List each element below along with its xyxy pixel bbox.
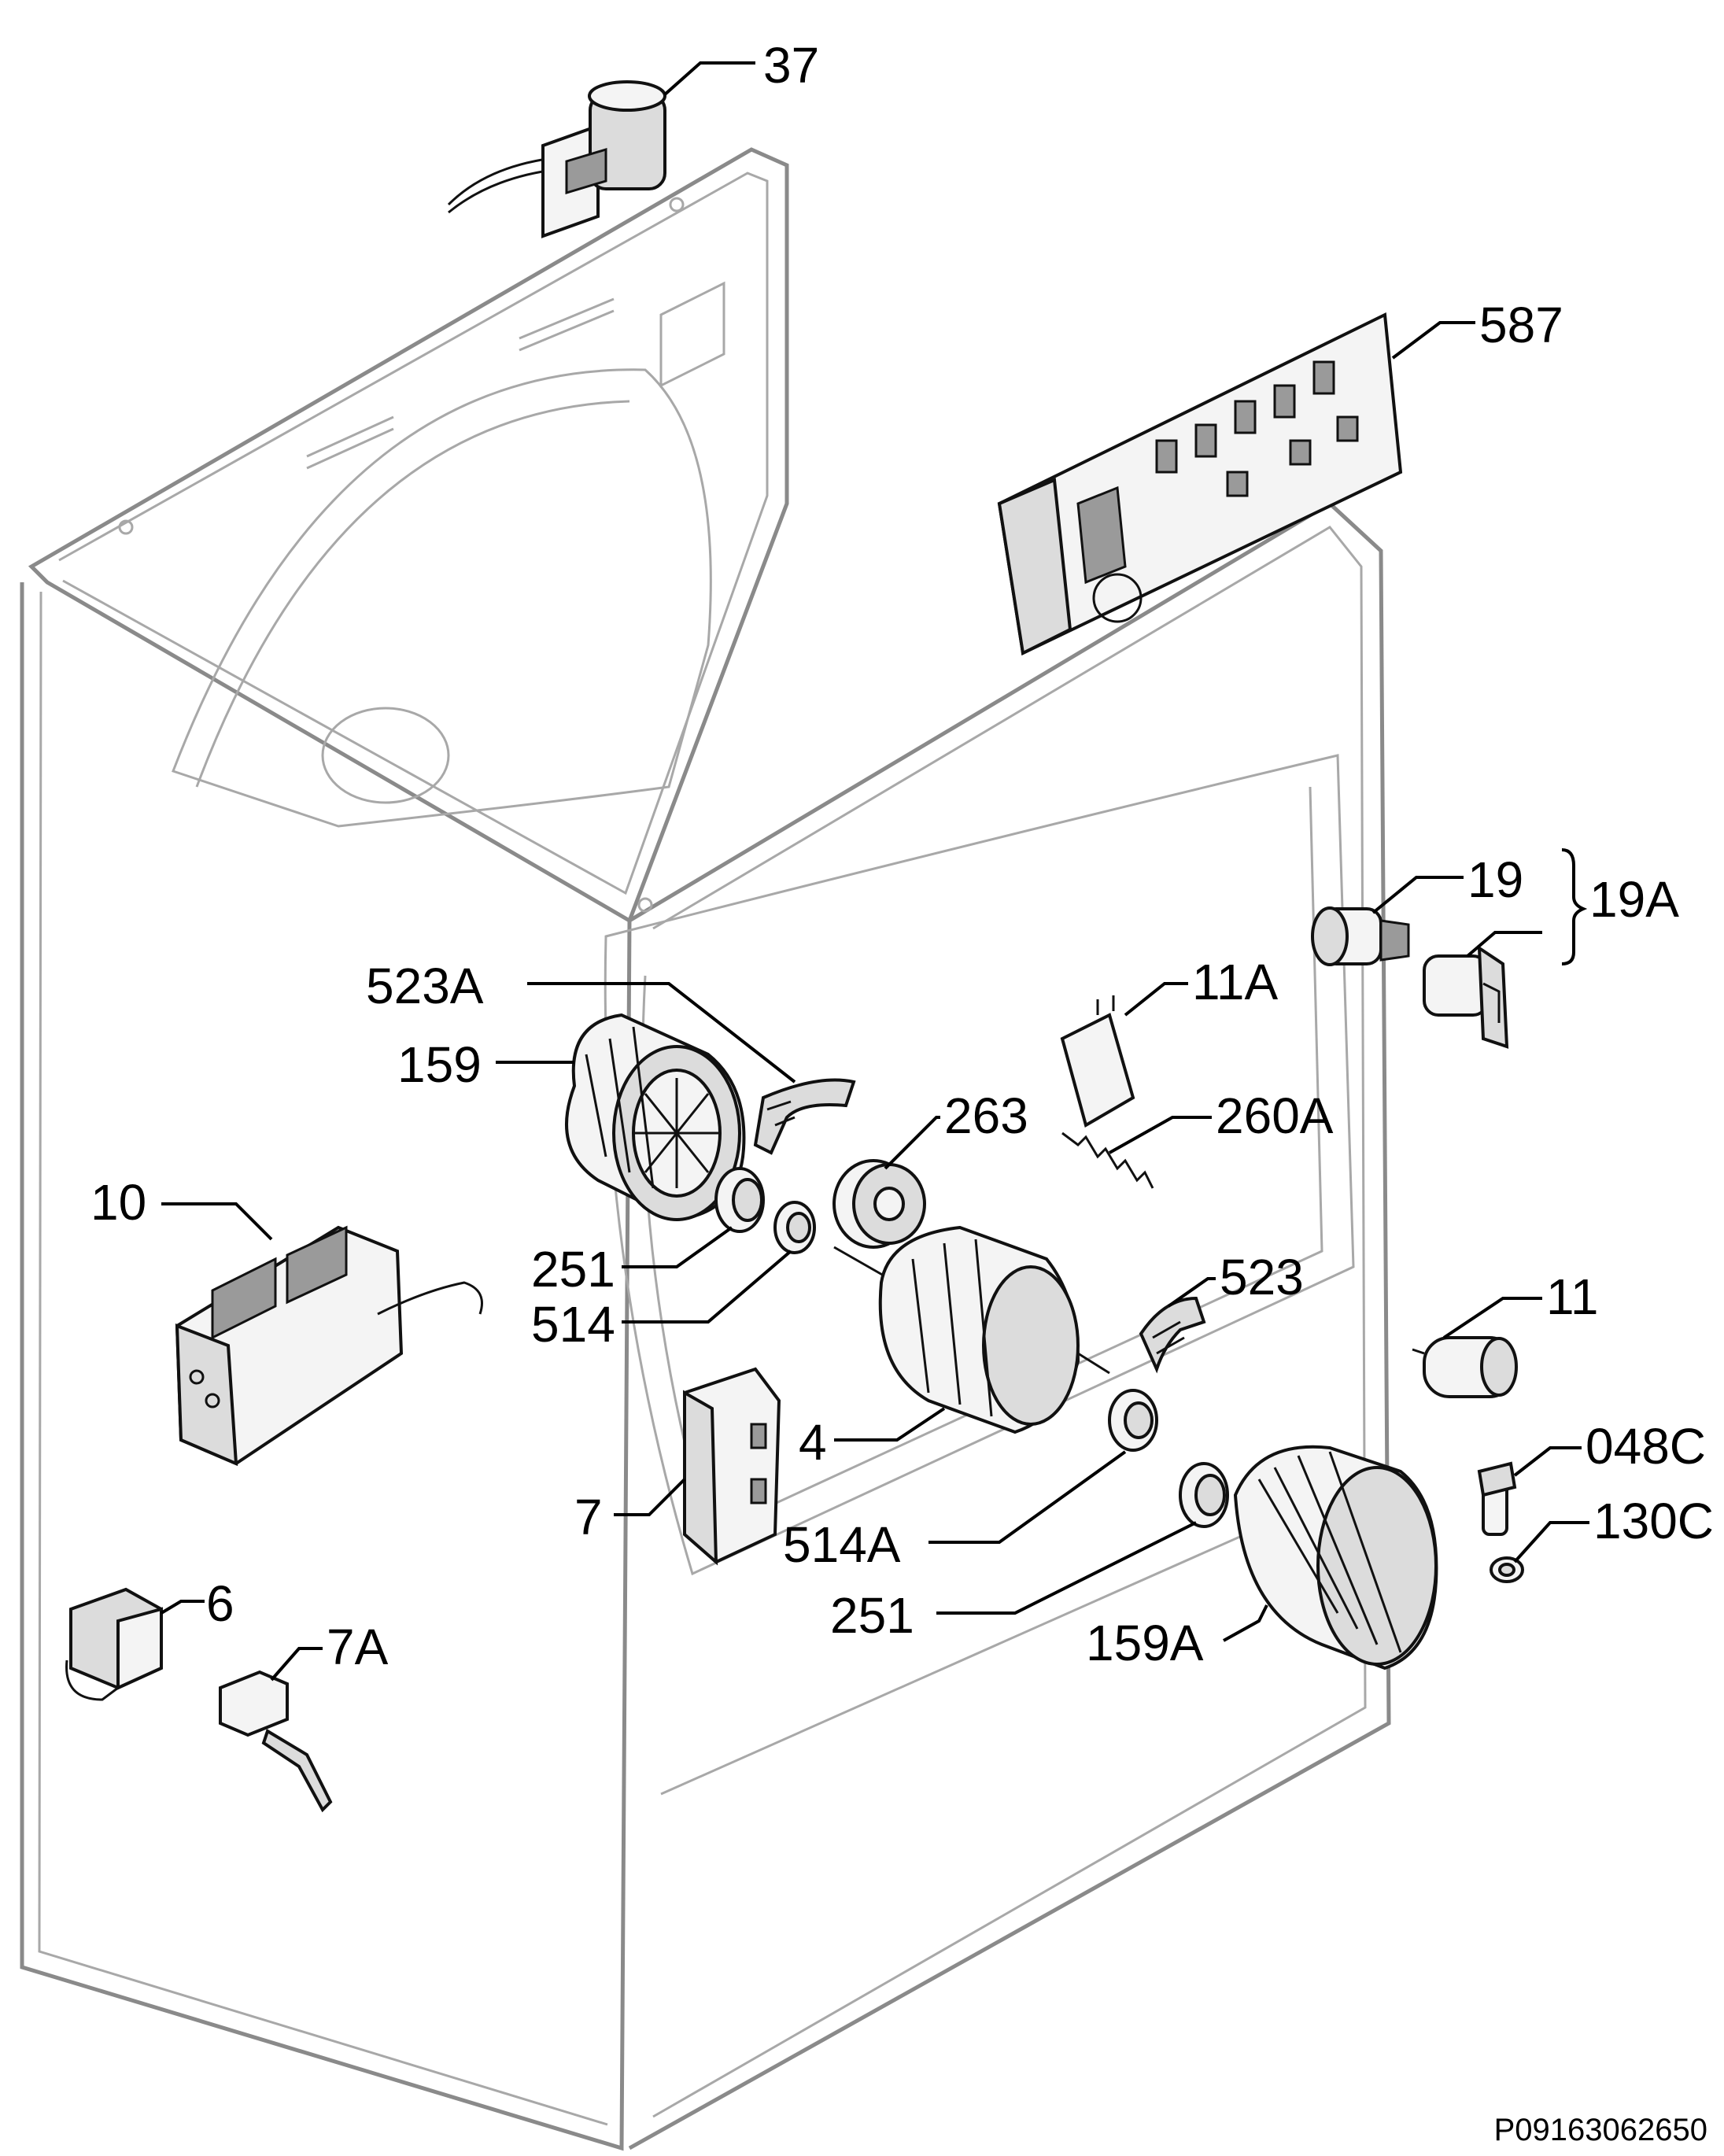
part-523A-bracket [753,1078,856,1155]
callout-7A: 7A [327,1619,389,1675]
part-7-door-lock [683,1367,781,1566]
part-048C-sensor [1477,1461,1517,1536]
part-523-bracket [1139,1296,1206,1374]
callout-159: 159 [397,1036,482,1093]
leader-lines [160,61,1589,1682]
callout-260A: 260A [1216,1087,1334,1144]
callout-19: 19 [1467,851,1523,908]
callout-523: 523 [1220,1249,1304,1305]
callout-263: 263 [944,1087,1028,1144]
callout-523A: 523A [366,958,484,1014]
part-251-bearing-upper [714,1167,765,1233]
callout-11: 11 [1546,1268,1598,1325]
drawing-code: P09163062650 [1494,2113,1707,2147]
callout-19A: 19A [1589,871,1679,928]
part-514A-seal [1108,1389,1158,1452]
part-7A-microswitch [219,1670,333,1813]
callout-130C: 130C [1593,1493,1714,1549]
callout-514: 514 [531,1296,615,1353]
part-263-pulley [832,1159,926,1249]
part-10-heater [175,1225,483,1467]
part-514-seal [773,1201,816,1254]
callout-251-upper: 251 [531,1241,615,1298]
callout-7: 7 [574,1489,603,1545]
part-130C-nut [1490,1556,1524,1583]
part-159A-blower-fan [1233,1445,1438,1671]
part-260A-spring [1061,1132,1154,1189]
callout-37: 37 [763,37,819,94]
part-587-control-board [997,312,1403,656]
part-159-fan-wheel [565,1013,746,1222]
part-37-switch [447,80,666,238]
callout-587: 587 [1479,297,1563,353]
callout-514A: 514A [783,1516,901,1573]
callout-10: 10 [90,1174,146,1231]
callout-4: 4 [799,1414,827,1471]
part-11A-capacitor [1060,995,1135,1128]
callout-159A: 159A [1086,1615,1204,1671]
part-6-pump [65,1587,163,1701]
part-19A-knob-holder [1423,945,1509,1049]
part-11-capacitor [1412,1336,1518,1398]
callout-048C: 048C [1586,1418,1706,1475]
part-251-bearing-lower [1179,1462,1229,1528]
callout-11A: 11A [1192,954,1278,1010]
callout-251-lower: 251 [830,1587,914,1644]
part-4-motor [833,1225,1110,1434]
callout-labels: 37 587 19 19A 11A 523A 159 263 260A 10 2… [90,37,1714,1675]
callout-6: 6 [206,1575,234,1632]
part-19-knob [1311,906,1410,966]
